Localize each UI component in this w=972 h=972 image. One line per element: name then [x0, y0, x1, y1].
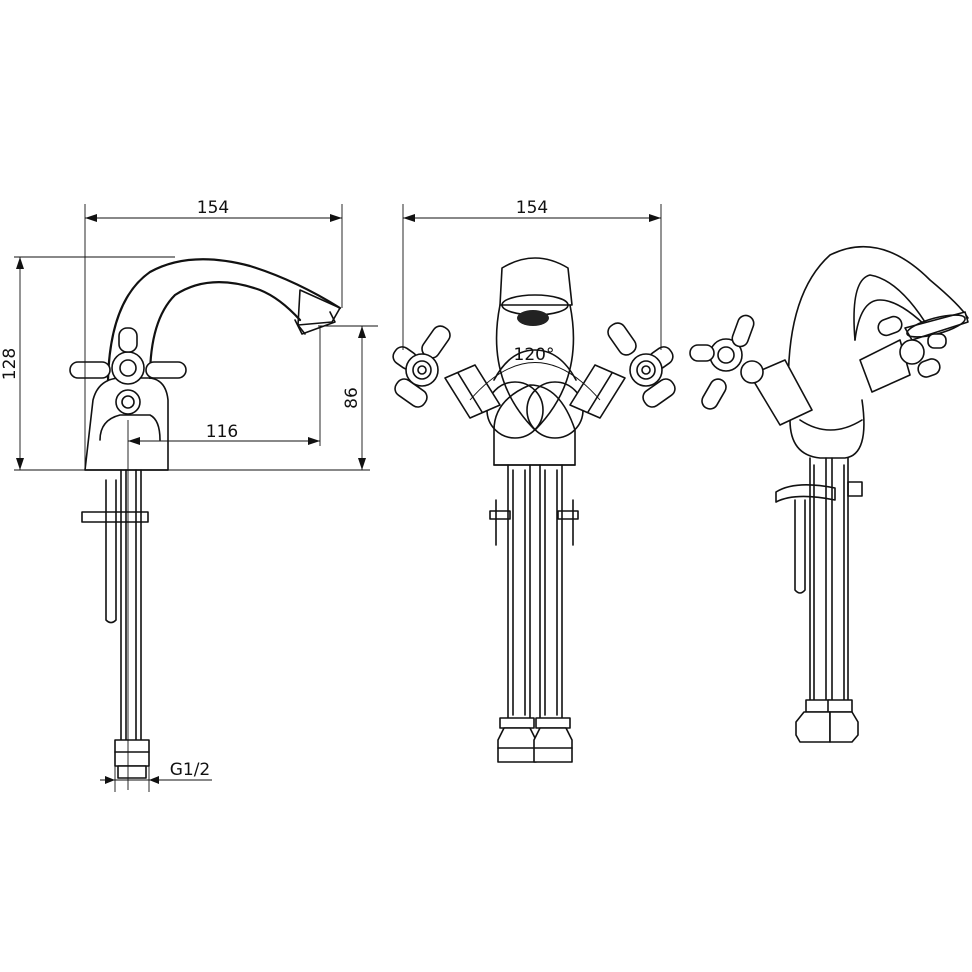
spout-height-label: 86 — [342, 387, 362, 409]
perspective-left-handle — [689, 314, 764, 410]
handle-angle-label: 120° — [514, 345, 555, 365]
perspective-view — [689, 245, 969, 743]
right-cross-handle — [607, 322, 676, 408]
front-view — [392, 204, 676, 763]
spout-reach-label: 116 — [206, 422, 238, 442]
front-width-label: 154 — [516, 198, 548, 218]
spout-reach-dimension: 116 — [128, 422, 320, 445]
side-width-dimension: 154 — [85, 198, 342, 222]
side-height-label: 128 — [0, 348, 20, 380]
thread-label: G1/2 — [170, 760, 211, 780]
side-width-label: 154 — [197, 198, 229, 218]
front-width-dimension: 154 — [403, 198, 661, 222]
side-height-dimension: 128 — [0, 257, 24, 470]
thread-dimension: G1/2 — [100, 760, 212, 784]
spout-height-dimension: 86 — [342, 326, 366, 470]
left-cross-handle — [392, 325, 451, 408]
side-view — [14, 204, 378, 792]
perspective-right-handle — [877, 315, 947, 378]
